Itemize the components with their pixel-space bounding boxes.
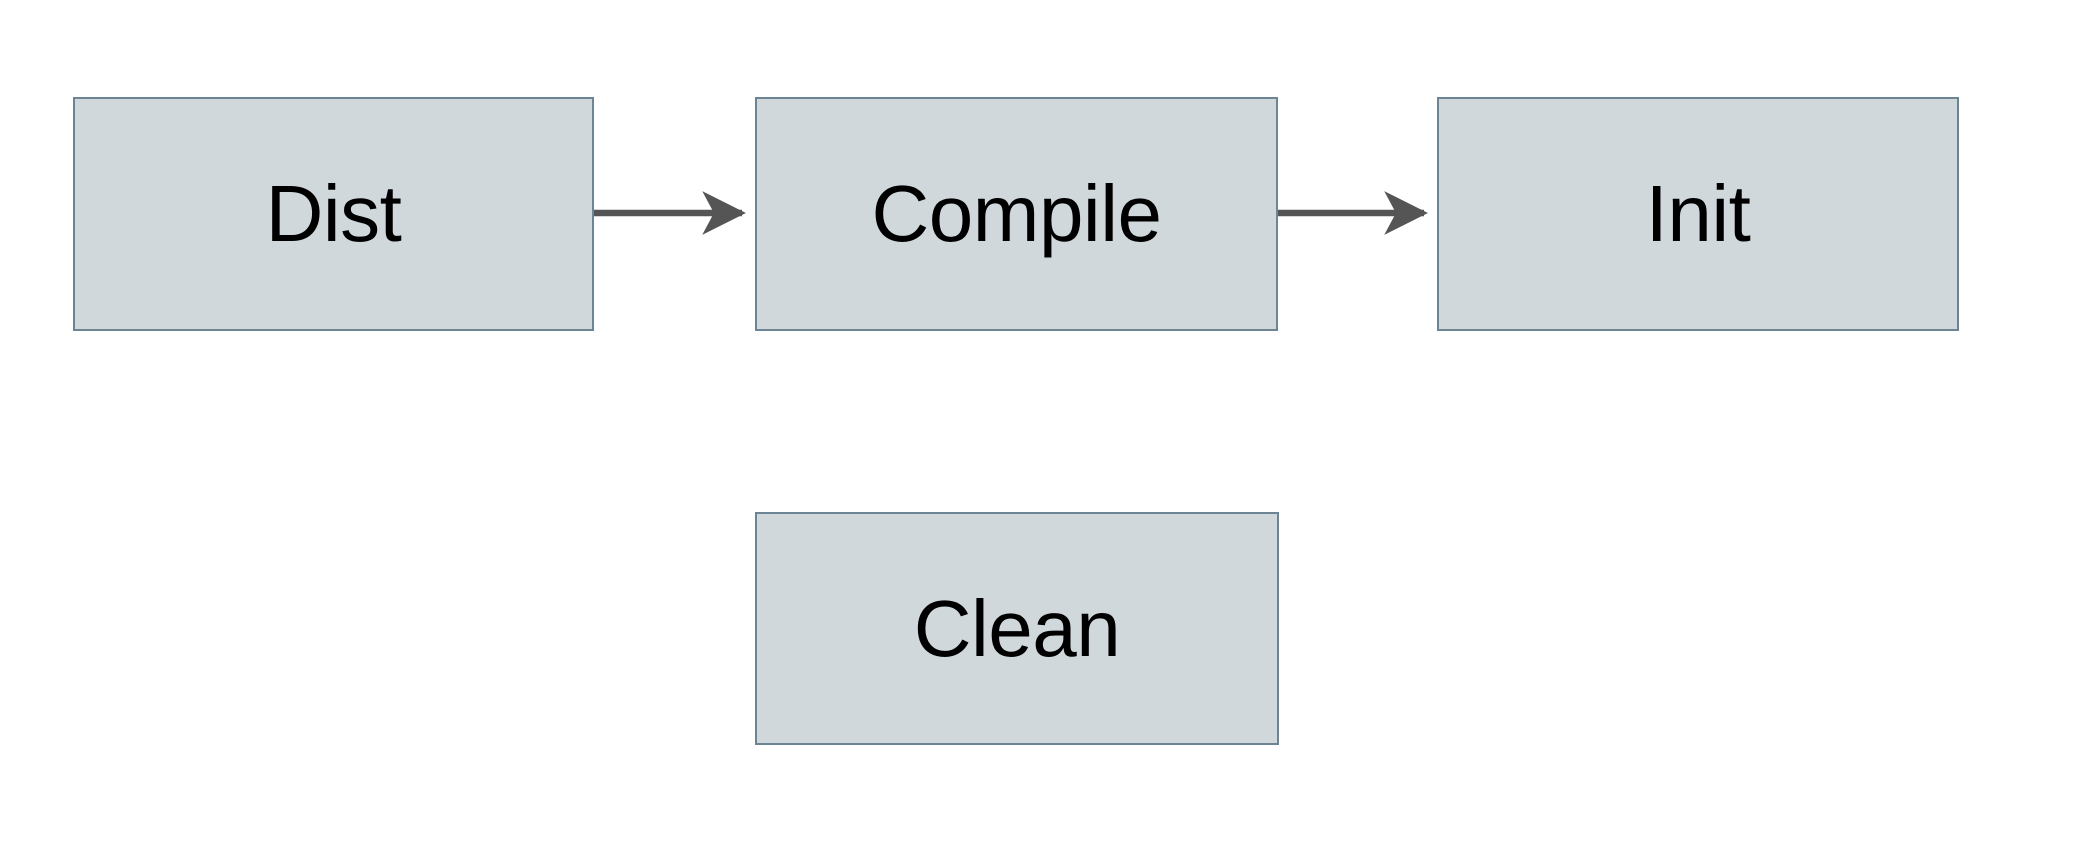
node-compile-label: Compile bbox=[871, 169, 1162, 258]
node-clean-label: Clean bbox=[913, 583, 1121, 673]
node-init-label: Init bbox=[1645, 169, 1751, 258]
node-init[interactable]: Init bbox=[1437, 97, 1959, 331]
node-dist[interactable]: Dist bbox=[73, 97, 594, 331]
node-compile[interactable]: Compile bbox=[755, 97, 1278, 331]
node-clean[interactable]: Clean bbox=[755, 512, 1279, 745]
node-dist-label: Dist bbox=[265, 169, 402, 258]
